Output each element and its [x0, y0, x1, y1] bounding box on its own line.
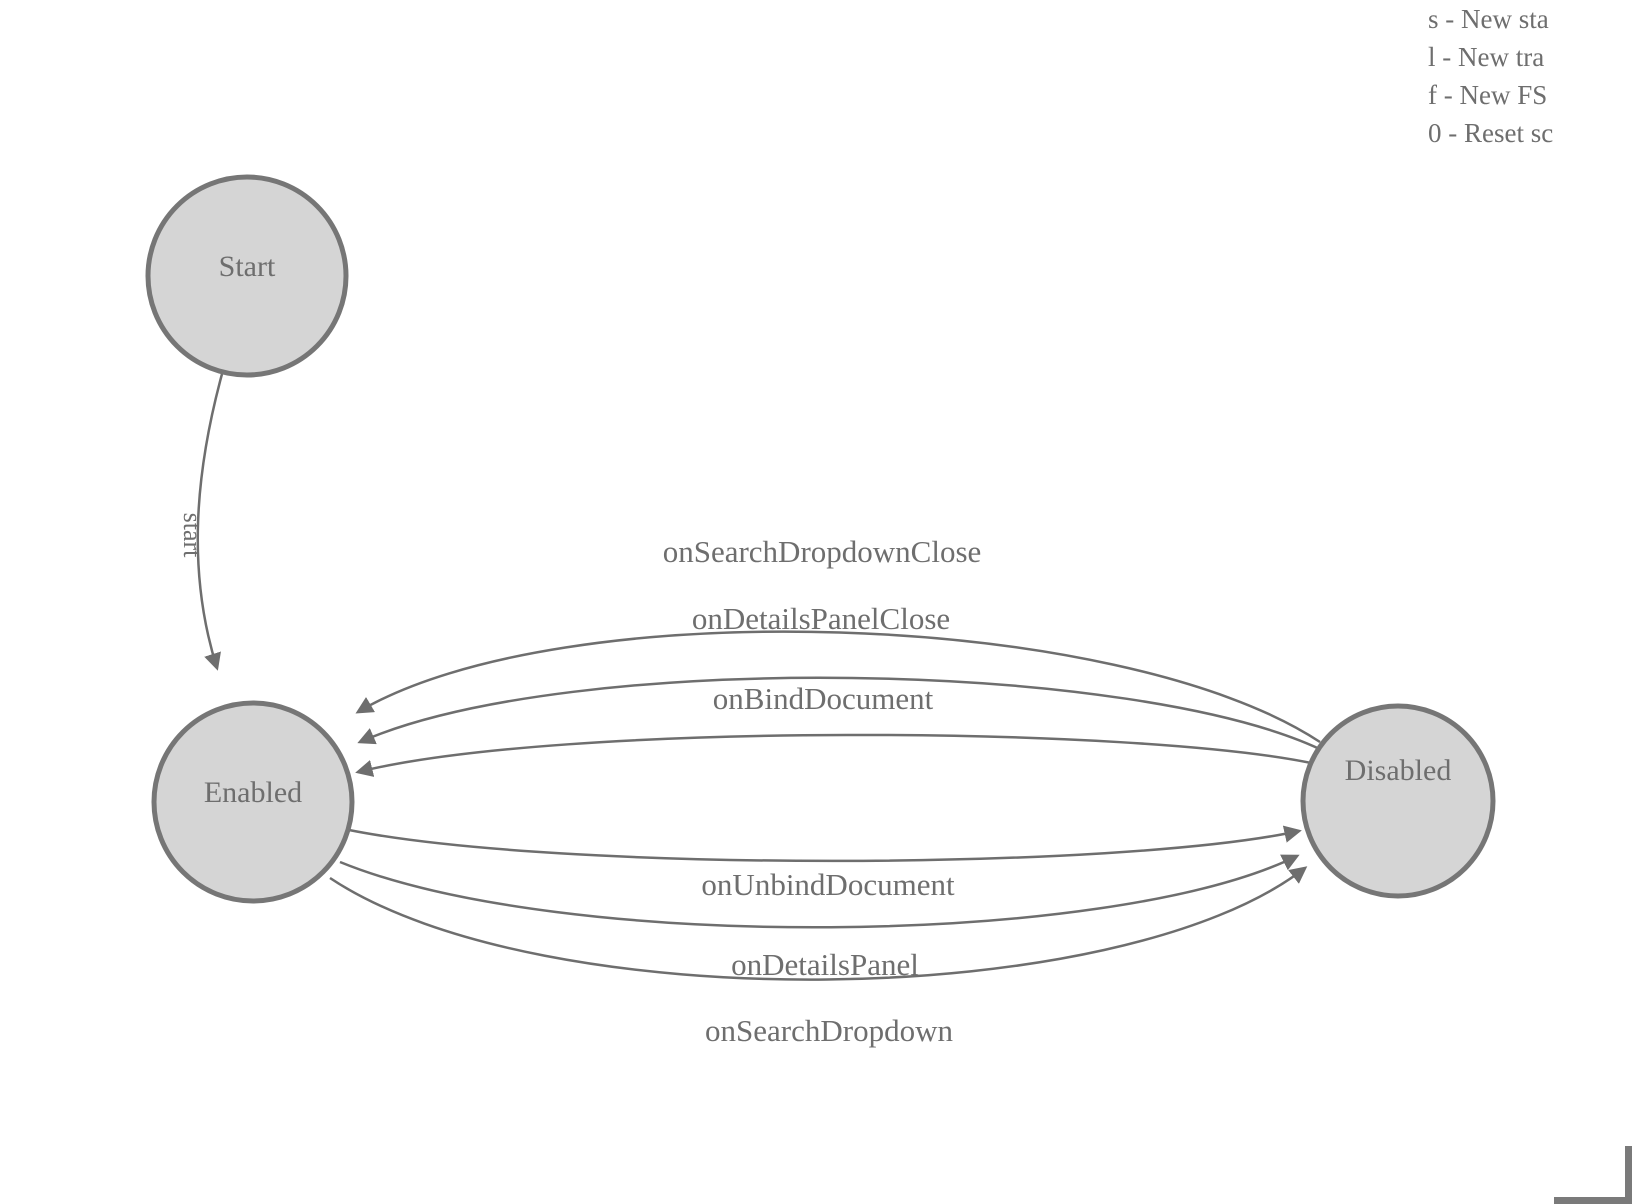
node-label-enabled: Enabled [203, 776, 303, 809]
edge-disabled-enabled-onbinddocument[interactable] [355, 733, 1317, 778]
edge-disabled-enabled-ondetailspanelclose[interactable] [357, 676, 1327, 754]
edge-label-start: start [178, 512, 207, 558]
edge-label-onsearchdropdown: onSearchDropdown [705, 1013, 953, 1048]
node-label-disabled: Disabled [1344, 754, 1452, 787]
edge-disabled-enabled-onsearchdropdownclose[interactable] [355, 630, 1321, 744]
edge-enabled-disabled-onsearchdropdown[interactable] [329, 866, 1308, 981]
edge-enabled-disabled-onunbinddocument[interactable] [348, 825, 1302, 863]
edges-layer [196, 373, 1327, 981]
edge-label-ondetailspanelclose: onDetailsPanelClose [691, 601, 951, 636]
node-start[interactable] [145, 174, 349, 378]
nodes-layer [145, 174, 1496, 904]
node-enabled[interactable] [151, 700, 355, 904]
edge-label-ondetailspanel: onDetailsPanel [731, 947, 919, 982]
edge-start-enabled[interactable] [196, 373, 224, 671]
edge-label-onunbinddocument: onUnbindDocument [701, 867, 955, 902]
edge-label-onbinddocument: onBindDocument [712, 681, 934, 716]
node-disabled[interactable] [1300, 703, 1496, 899]
edge-label-onsearchdropdownclose: onSearchDropdownClose [662, 534, 982, 569]
resize-handle-corner[interactable] [1554, 1146, 1632, 1204]
edge-enabled-disabled-ondetailspanel[interactable] [339, 854, 1300, 929]
node-label-start: Start [218, 250, 276, 283]
